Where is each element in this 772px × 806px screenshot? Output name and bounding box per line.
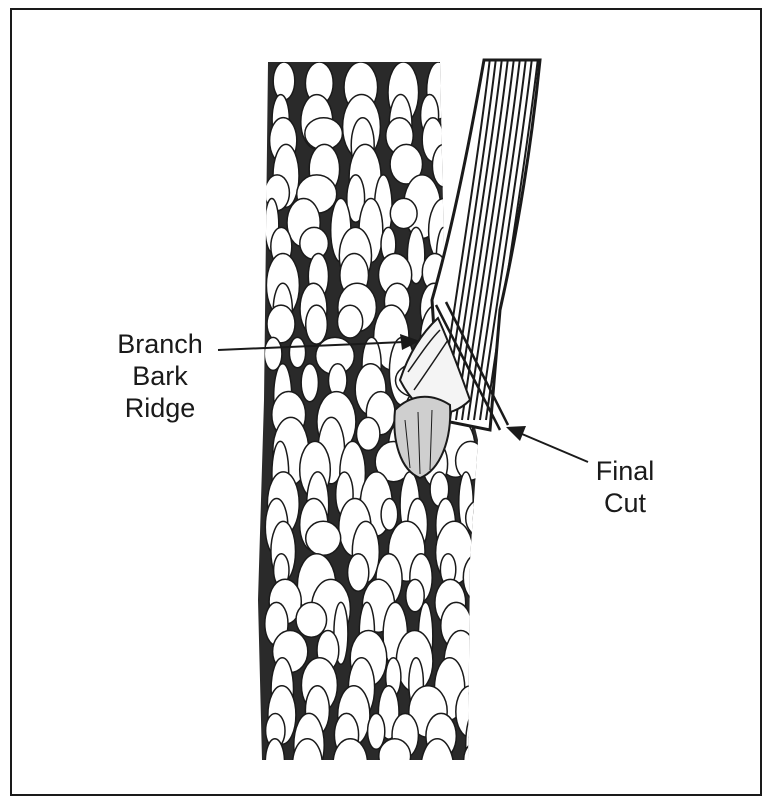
bark-plate	[368, 714, 385, 750]
bark-plate	[333, 739, 367, 788]
label-line: Branch	[100, 328, 220, 360]
branch-bark-ridge-label: Branch Bark Ridge	[100, 328, 220, 424]
final-cut-label: Final Cut	[580, 455, 670, 519]
bark-plate	[456, 441, 485, 480]
bark-plate	[357, 417, 380, 450]
bark-plate	[456, 686, 486, 738]
bark-plate	[466, 713, 483, 775]
bark-plate	[379, 739, 411, 774]
bark-plate	[466, 498, 501, 537]
bark-plate	[306, 521, 341, 555]
label-line: Ridge	[100, 392, 220, 424]
bark-plate	[296, 602, 327, 637]
bark-plate	[348, 554, 369, 592]
bark-plate	[464, 739, 503, 780]
bark-plate	[338, 305, 363, 338]
bark-plate	[476, 658, 511, 696]
bark-plate	[481, 521, 514, 557]
bark-plate	[273, 62, 295, 100]
label-line: Bark	[100, 360, 220, 392]
bark-plate	[390, 198, 417, 228]
label-line: Cut	[580, 487, 670, 519]
bark-plate	[432, 144, 455, 187]
bark-plate	[479, 602, 497, 661]
label-line: Final	[580, 455, 670, 487]
final-cut-arrow	[506, 426, 588, 462]
bark-plate	[381, 499, 398, 531]
bark-plate	[289, 337, 305, 367]
bark-plate	[421, 739, 454, 803]
bark-plate	[476, 579, 500, 628]
bark-plate	[301, 364, 318, 402]
bark-plate	[463, 554, 493, 602]
bark-plate	[293, 739, 323, 791]
bark-plate	[306, 305, 328, 344]
bark-plate	[265, 739, 284, 786]
